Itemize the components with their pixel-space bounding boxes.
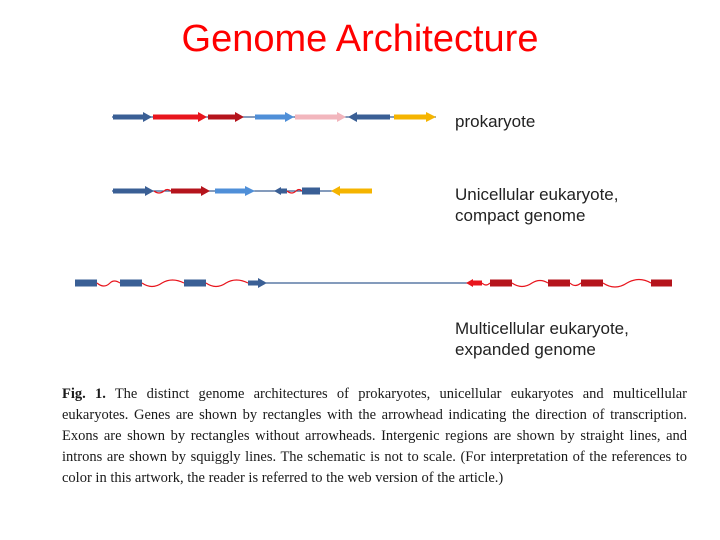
intron-squiggle bbox=[481, 282, 491, 286]
gene-pink-right bbox=[295, 112, 346, 122]
gene-dark-red-right bbox=[171, 186, 210, 196]
gene-dark-blue-right bbox=[113, 186, 154, 196]
label-prokaryote: prokaryote bbox=[455, 111, 535, 132]
label-multicellular-line1: Multicellular eukaryote, bbox=[455, 319, 629, 338]
label-unicellular-line2: compact genome bbox=[455, 206, 586, 225]
caption-text: The distinct genome architectures of pro… bbox=[62, 386, 687, 486]
genome-diagram bbox=[75, 112, 672, 288]
multicellular-row bbox=[75, 278, 672, 288]
exon-dark-red bbox=[651, 279, 672, 287]
intron-squiggle bbox=[286, 188, 303, 194]
intron-squiggle bbox=[602, 278, 652, 288]
gene-dark-blue-right bbox=[248, 278, 267, 288]
gene-dark-blue-left bbox=[274, 187, 287, 195]
gene-light-blue-right bbox=[255, 112, 294, 122]
unicellular-row bbox=[112, 186, 372, 196]
label-multicellular-line2: expanded genome bbox=[455, 340, 596, 359]
intron-squiggle bbox=[141, 279, 185, 288]
intron-squiggle bbox=[205, 279, 249, 288]
label-unicellular: Unicellular eukaryote, compact genome bbox=[455, 184, 618, 226]
gene-yellow-left bbox=[331, 186, 372, 196]
gene-dark-red-right bbox=[208, 112, 244, 122]
intron-squiggle bbox=[511, 279, 549, 288]
label-multicellular: Multicellular eukaryote, expanded genome bbox=[455, 318, 629, 360]
intron-squiggle bbox=[569, 282, 582, 287]
exon-dark-blue bbox=[302, 187, 320, 195]
label-unicellular-line1: Unicellular eukaryote, bbox=[455, 185, 619, 204]
gene-yellow-right bbox=[394, 112, 436, 122]
exon-dark-blue bbox=[184, 279, 206, 287]
exon-dark-red bbox=[548, 279, 570, 287]
figure-caption: Fig. 1. The distinct genome architecture… bbox=[62, 384, 687, 489]
intron-squiggle bbox=[96, 280, 121, 287]
exon-dark-blue bbox=[75, 279, 97, 287]
page-title: Genome Architecture bbox=[181, 18, 539, 60]
exon-dark-red bbox=[581, 279, 603, 287]
gene-red-right bbox=[153, 112, 207, 122]
gene-light-blue-right bbox=[215, 186, 255, 196]
label-prokaryote-text: prokaryote bbox=[455, 112, 536, 131]
prokaryote-row bbox=[112, 112, 436, 122]
intron-squiggle bbox=[153, 188, 172, 194]
gene-red-left bbox=[466, 279, 482, 287]
figure-label: Fig. 1. bbox=[62, 386, 106, 402]
gene-dark-blue-left bbox=[348, 112, 390, 122]
exon-dark-blue bbox=[120, 279, 142, 287]
exon-dark-red bbox=[490, 279, 512, 287]
gene-dark-blue-right bbox=[113, 112, 152, 122]
